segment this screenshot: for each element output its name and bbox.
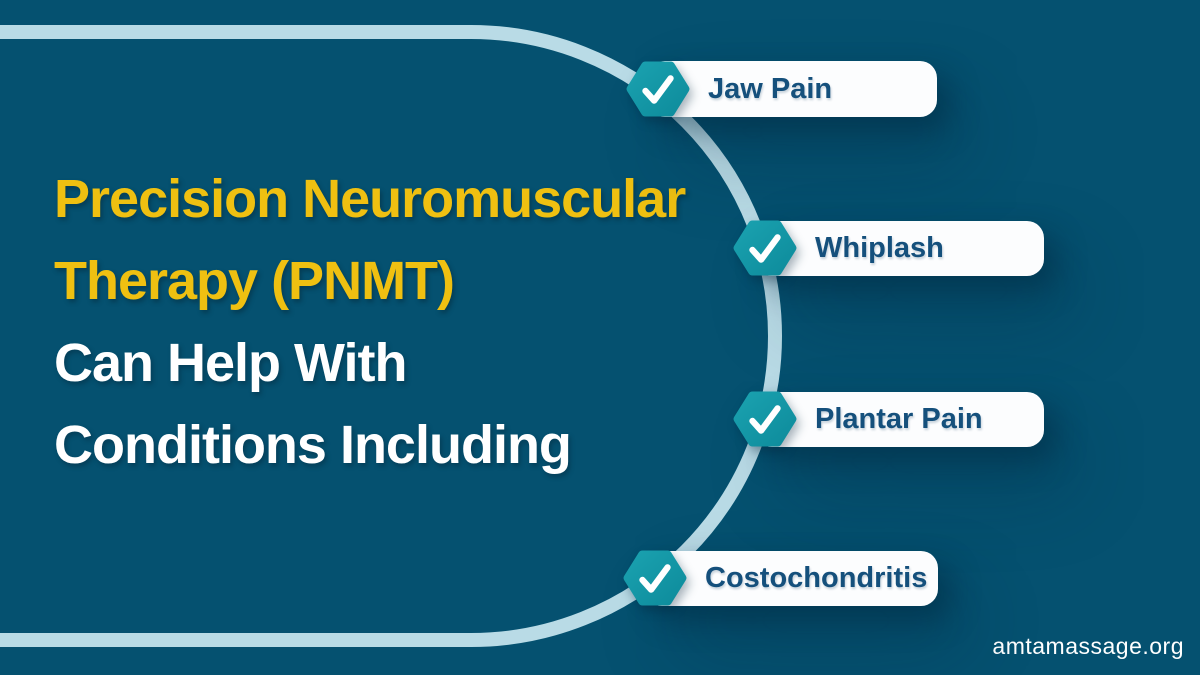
condition-pill-plantar-pain: Plantar Pain xyxy=(755,392,1044,447)
headline-line-3: Can Help With xyxy=(54,333,408,393)
headline-line-4: Conditions Including xyxy=(54,415,572,475)
checkmark-icon xyxy=(626,61,690,117)
checkmark-icon xyxy=(733,220,797,276)
headline-line-1: Precision Neuromuscular xyxy=(54,169,686,229)
condition-label: Jaw Pain xyxy=(708,72,833,105)
condition-label: Whiplash xyxy=(815,232,944,264)
checkmark-icon xyxy=(733,391,797,447)
headline-line-2: Therapy (PNMT) xyxy=(54,251,455,311)
website-url: amtamassage.org xyxy=(992,633,1184,659)
condition-pill-jaw-pain: Jaw Pain xyxy=(648,61,937,117)
condition-pill-costochondritis: Costochondritis xyxy=(645,551,938,606)
condition-pill-whiplash: Whiplash xyxy=(755,221,1044,276)
condition-label: Costochondritis xyxy=(705,562,928,594)
condition-label: Plantar Pain xyxy=(815,403,983,435)
headline: Precision Neuromuscular Therapy (PNMT) C… xyxy=(54,158,686,486)
checkmark-icon xyxy=(623,550,687,606)
